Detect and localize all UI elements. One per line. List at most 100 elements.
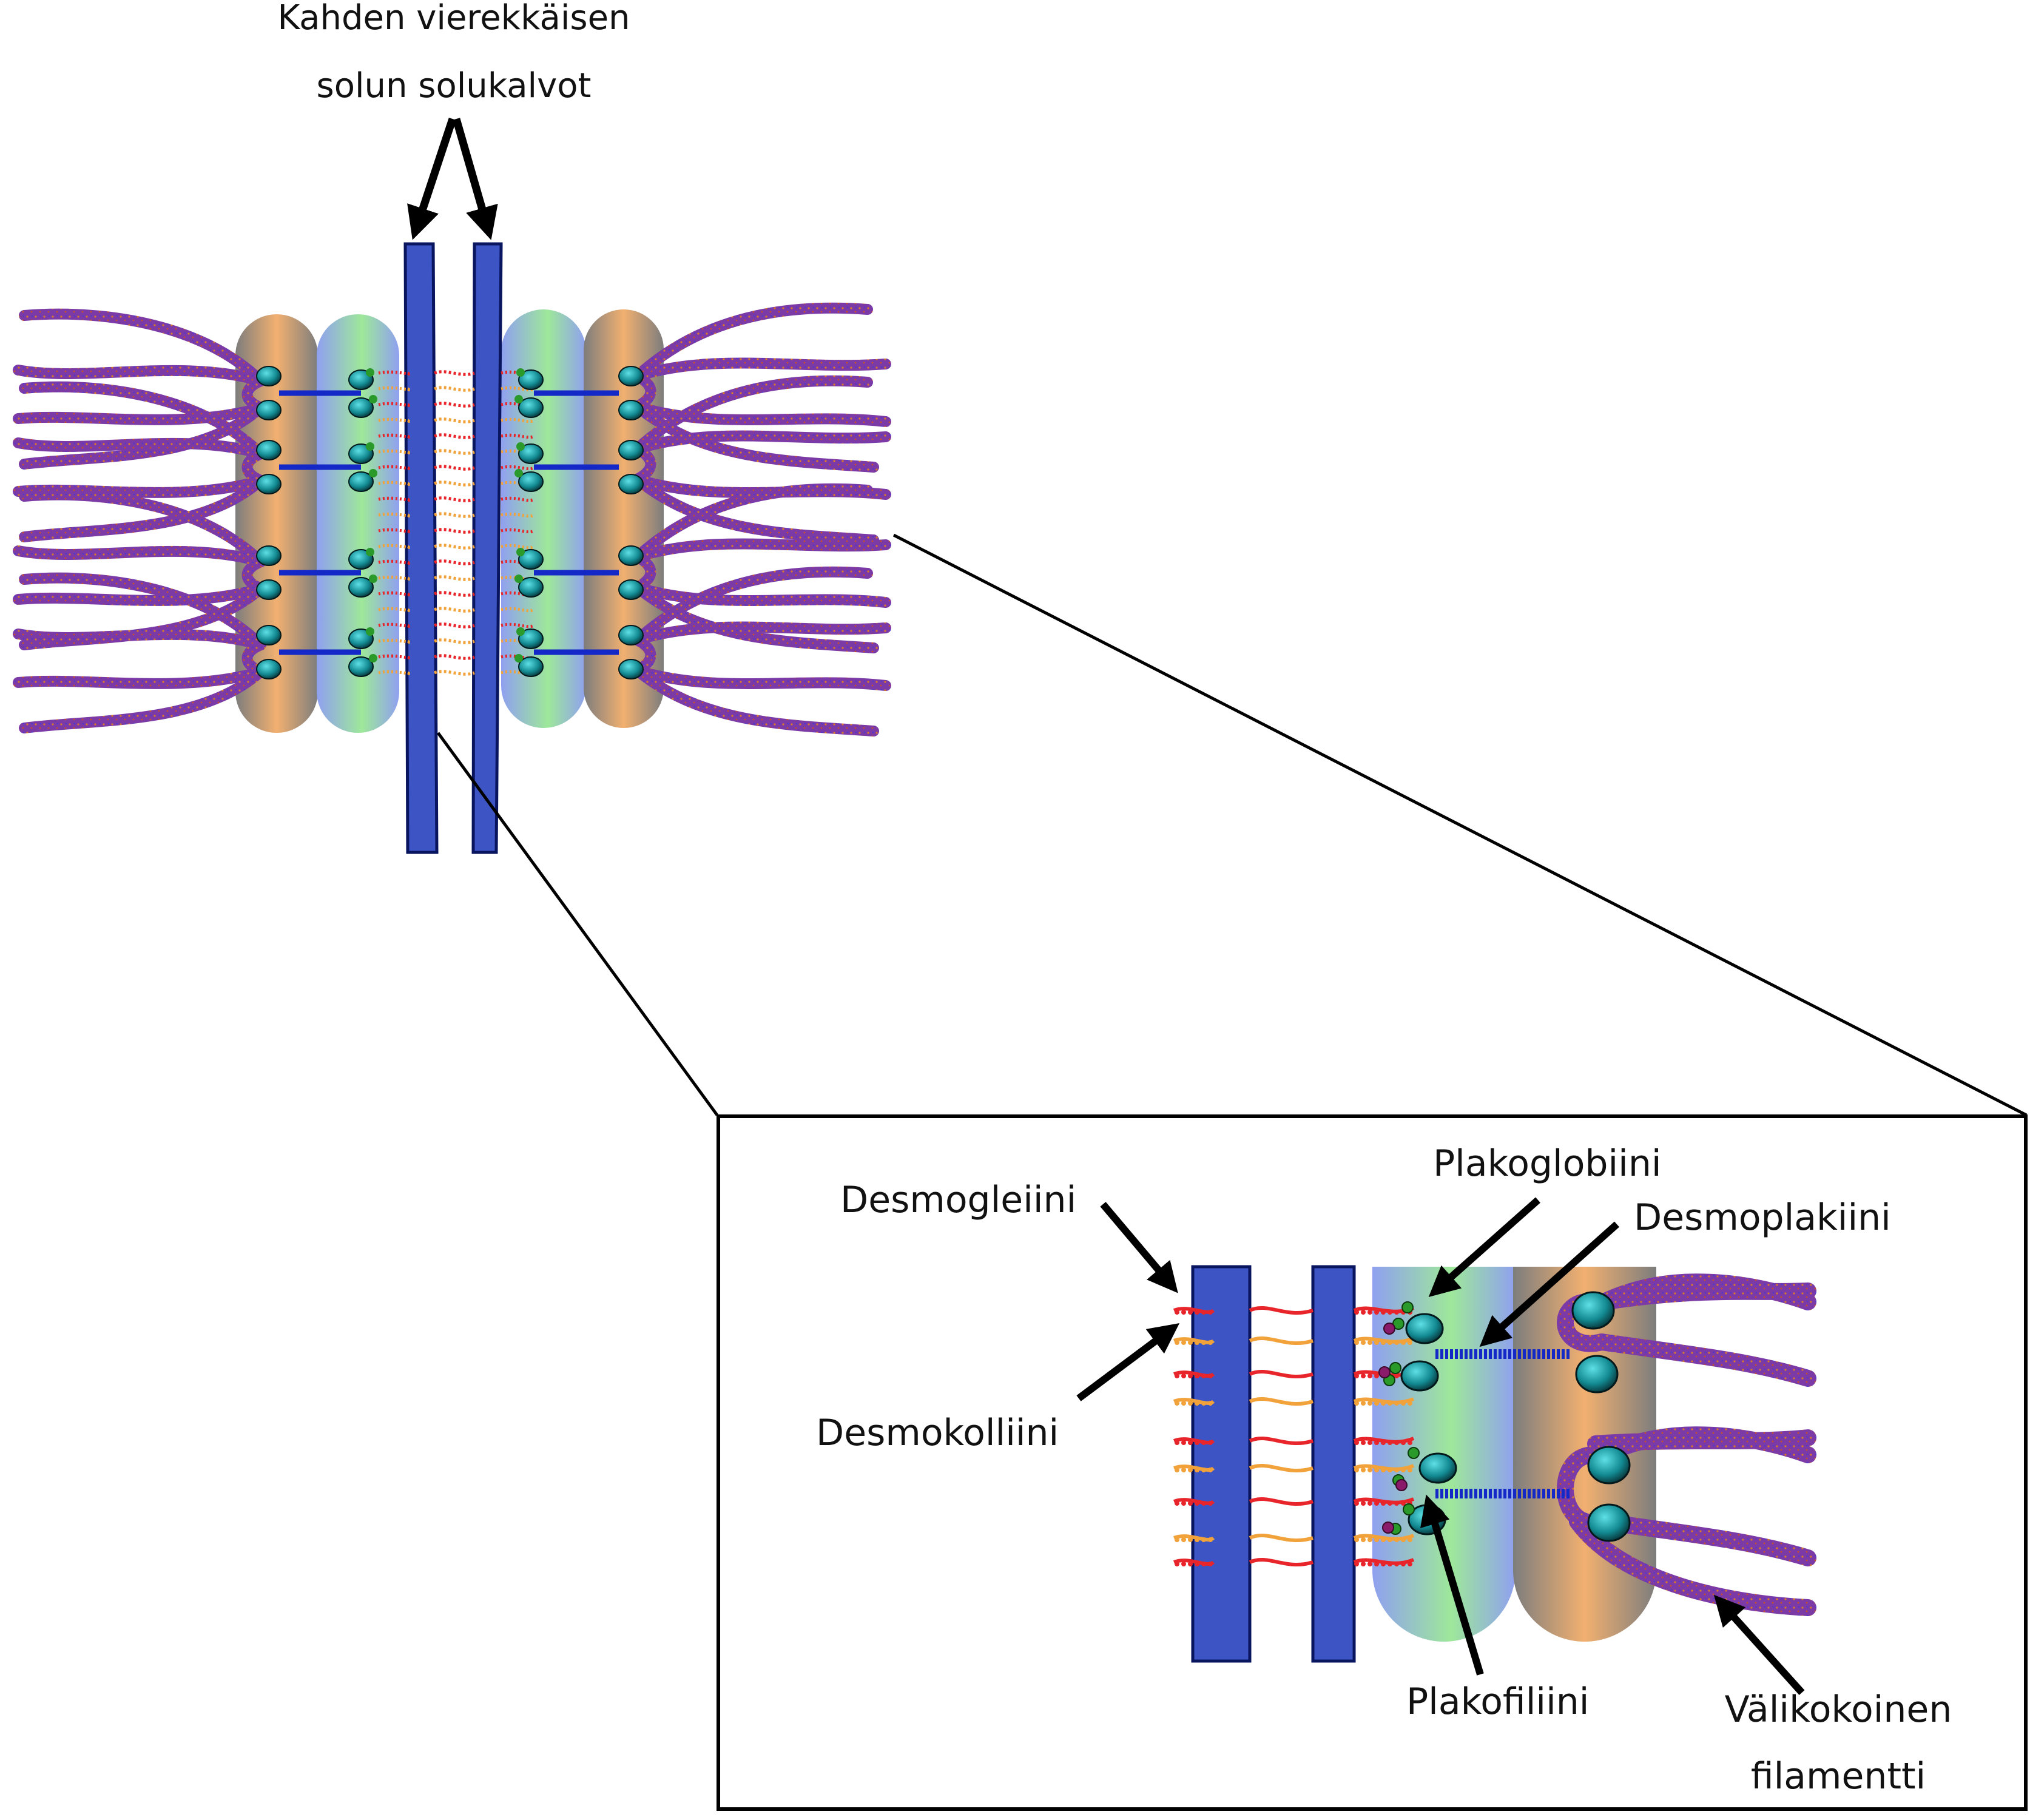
cadherin-tail xyxy=(501,607,535,613)
filament-strand xyxy=(632,621,891,645)
cadherin-tail xyxy=(378,622,412,629)
filament-strand xyxy=(632,474,879,545)
cadherin-tail xyxy=(378,512,412,518)
cadherin-tail xyxy=(1353,1558,1415,1565)
filament-strand xyxy=(13,583,266,606)
cadherin-bead xyxy=(1201,1537,1206,1542)
cadherin-bead xyxy=(1188,1501,1193,1506)
cadherin-bead xyxy=(1394,1562,1399,1566)
left-intermediate-filaments xyxy=(13,308,266,733)
cadherin-bead xyxy=(1175,1310,1179,1315)
plakophilin-bead xyxy=(369,469,377,477)
plakophilin-bead xyxy=(1383,1323,1395,1335)
cadherin-bead xyxy=(1208,1562,1213,1566)
plakoglobin-blob xyxy=(256,440,282,460)
cadherin-bead xyxy=(1195,1373,1199,1378)
cadherin-bead xyxy=(1361,1468,1366,1472)
cadherin-bead xyxy=(1408,1562,1412,1566)
cadherin-bead xyxy=(1374,1468,1379,1472)
plakoglobin-blob xyxy=(256,659,282,679)
cadherin-strand xyxy=(434,480,475,487)
cadherin-strand xyxy=(434,402,475,408)
plakoglobin-blob xyxy=(518,369,544,390)
cadherin-tail xyxy=(1353,1437,1415,1444)
cadherin-bead xyxy=(1388,1340,1392,1345)
cadherin-bead xyxy=(1195,1340,1199,1345)
cadherin-bead xyxy=(1381,1310,1386,1315)
zoom-line-top xyxy=(892,533,2028,1117)
cadherin-bead xyxy=(1401,1501,1406,1506)
cadherin-tail xyxy=(1353,1336,1415,1344)
membranes-label-line2: solun solukalvot xyxy=(317,66,592,106)
cadherin-bead xyxy=(1381,1501,1386,1506)
cadherin-bead xyxy=(1201,1340,1206,1345)
plakoglobin-blob xyxy=(1575,1355,1619,1394)
right-cell-membrane xyxy=(471,242,503,854)
plakoglobin-blob xyxy=(618,440,644,460)
plakophilin-bead xyxy=(369,395,377,403)
cadherin-bead xyxy=(1354,1537,1359,1542)
cadherin-bead xyxy=(1195,1468,1199,1472)
cadherin-bead xyxy=(1388,1310,1392,1315)
cadherin-bead xyxy=(1408,1440,1412,1445)
cadherin-bead xyxy=(1394,1340,1399,1345)
cadherin-bead xyxy=(1361,1401,1366,1406)
plakoglobin-blob xyxy=(618,579,644,600)
cadherin-strand xyxy=(434,654,475,660)
cadherin-strand xyxy=(434,512,475,518)
cadherin-bead xyxy=(1354,1468,1359,1472)
cadherin-bead xyxy=(1201,1310,1206,1315)
filament-strand xyxy=(1593,1333,1816,1387)
desmoglein-label: Desmogleiini xyxy=(840,1179,1076,1221)
filament-strand xyxy=(1587,1282,1816,1312)
cadherin-bead xyxy=(1381,1440,1386,1445)
cadherin-strand xyxy=(434,465,475,471)
cadherin-bead xyxy=(1201,1440,1206,1445)
filament-strand xyxy=(632,430,891,454)
plakophilin-bead xyxy=(366,442,374,451)
cadherin-bead xyxy=(1394,1440,1399,1445)
plakoglobin-blob xyxy=(618,400,644,420)
cadherin-bead xyxy=(1367,1440,1372,1445)
cadherin-bead xyxy=(1195,1562,1199,1566)
overview-desmosome xyxy=(13,242,891,854)
cadherin-bead xyxy=(1361,1310,1366,1315)
plakophilin-bead xyxy=(516,548,525,556)
cadherin-bead xyxy=(1208,1440,1213,1445)
cadherin-bead xyxy=(1354,1440,1359,1445)
right-inner-plaque xyxy=(501,309,586,728)
filament-arrow xyxy=(1713,1594,1805,1696)
cadherin-strand xyxy=(434,575,475,581)
cadherin-tail xyxy=(378,370,412,376)
cadherin-tail xyxy=(1353,1497,1415,1505)
cadherin-tail xyxy=(378,496,412,502)
cadherin-tail xyxy=(378,417,412,423)
cadherin-bead xyxy=(1374,1440,1379,1445)
cadherin-bead xyxy=(1388,1501,1392,1506)
filament-strand xyxy=(19,666,266,733)
cadherin-bead xyxy=(1201,1562,1206,1566)
cadherin-tail xyxy=(378,465,412,471)
plakoglobin-blob xyxy=(518,397,544,418)
cadherin-bead xyxy=(1401,1562,1406,1566)
cadherin-strand xyxy=(434,433,475,439)
cadherin-bead xyxy=(1354,1340,1359,1345)
cadherin-bead xyxy=(1181,1537,1186,1542)
cadherin-tail xyxy=(1353,1464,1415,1471)
cadherin-bead xyxy=(1374,1537,1379,1542)
cadherin-bead xyxy=(1181,1310,1186,1315)
cadherin-tail xyxy=(501,465,535,471)
cadherin-tail xyxy=(378,575,412,581)
cadherin-bead xyxy=(1354,1373,1359,1378)
cadherin-bead xyxy=(1374,1340,1379,1345)
filament-strand xyxy=(19,475,266,542)
cadherin-bead xyxy=(1188,1468,1193,1472)
cadherin-strand xyxy=(434,528,475,534)
cadherin-bead xyxy=(1188,1562,1193,1566)
cadherin-strand xyxy=(434,670,475,676)
filament-strand xyxy=(632,483,873,562)
cadherin-bead xyxy=(1208,1537,1213,1542)
zoomed-desmosome xyxy=(1173,1265,1816,1663)
plakophilin-bead xyxy=(514,469,523,477)
plakoglobin-blob xyxy=(256,545,282,566)
